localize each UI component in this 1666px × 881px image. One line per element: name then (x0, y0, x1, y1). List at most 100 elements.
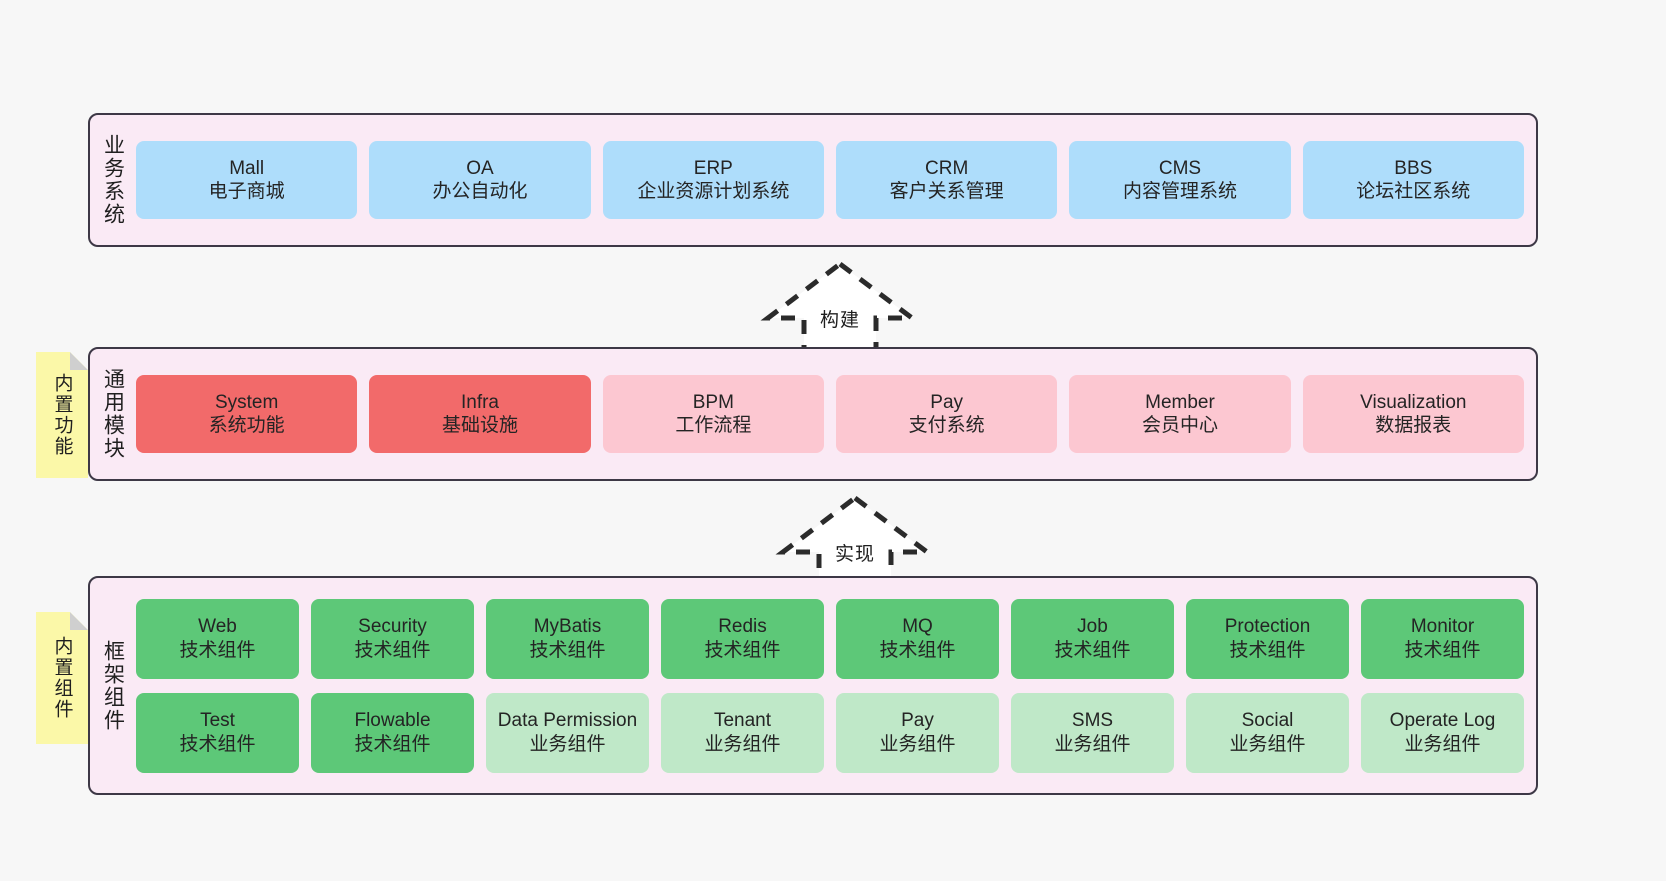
card-title: Job (1077, 616, 1108, 638)
card-bbs[interactable]: BBS 论坛社区系统 (1302, 141, 1524, 219)
card-subtitle: 技术组件 (1054, 639, 1131, 661)
card-subtitle: 数据报表 (1375, 415, 1452, 436)
card-subtitle: 业务组件 (704, 733, 781, 755)
card-pay[interactable]: Pay 支付系统 (835, 375, 1058, 453)
card-member[interactable]: Member 会员中心 (1069, 375, 1291, 453)
card-subtitle: 论坛社区系统 (1356, 181, 1471, 202)
card-title: Pay (930, 391, 964, 413)
card-sms[interactable]: SMS 业务组件 (1011, 692, 1174, 773)
card-oa[interactable]: OA 办公自动化 (369, 141, 591, 219)
card-subtitle: 电子商城 (208, 181, 285, 202)
card-subtitle: 技术组件 (354, 733, 431, 755)
card-mall[interactable]: Mall 电子商城 (136, 141, 358, 219)
card-subtitle: 业务组件 (1054, 733, 1131, 755)
card-subtitle: 内容管理系统 (1122, 181, 1237, 202)
card-row: Mall 电子商城 OA 办公自动化 ERP 企业资源计划系统 CRM 客户关系… (136, 141, 1524, 219)
card-title: MQ (902, 616, 933, 638)
card-subtitle: 技术组件 (179, 733, 256, 755)
card-subtitle: 技术组件 (529, 639, 606, 661)
card-bpm[interactable]: BPM 工作流程 (602, 375, 824, 453)
card-title: Operate Log (1389, 710, 1496, 732)
card-title: CRM (925, 157, 969, 179)
card-data-permission[interactable]: Data Permission 业务组件 (486, 692, 649, 773)
card-mq[interactable]: MQ 技术组件 (836, 598, 999, 679)
card-subtitle: 技术组件 (354, 639, 431, 661)
card-row: System 系统功能 Infra 基础设施 BPM 工作流程 Pay 支付系统 (136, 375, 1524, 453)
card-title: Redis (718, 616, 767, 638)
card-security[interactable]: Security 技术组件 (311, 598, 474, 679)
card-title: CMS (1158, 157, 1202, 179)
card-subtitle: 技术组件 (1404, 639, 1481, 661)
card-erp[interactable]: ERP 企业资源计划系统 (602, 141, 824, 219)
sticky-note-label: 内置功能 (51, 373, 73, 457)
card-title: Social (1241, 710, 1294, 732)
card-title: Protection (1224, 616, 1311, 638)
card-visualization[interactable]: Visualization 数据报表 (1302, 375, 1524, 453)
card-title: Tenant (713, 710, 772, 732)
card-subtitle: 技术组件 (704, 639, 781, 661)
card-subtitle: 工作流程 (675, 415, 752, 436)
card-title: Member (1145, 391, 1215, 413)
layer-common-modules: 通用模块 System 系统功能 Infra 基础设施 BPM 工作流程 (88, 347, 1538, 481)
card-row: Web 技术组件 Security 技术组件 MyBatis 技术组件 Redi… (136, 598, 1524, 679)
card-title: OA (466, 157, 494, 179)
card-title: Mall (229, 157, 265, 179)
arrow-build-up: 构建 (760, 256, 920, 356)
card-subtitle: 技术组件 (179, 639, 256, 661)
arrow-implement-up: 实现 (775, 490, 935, 590)
arrow-build-label: 构建 (819, 310, 860, 331)
card-title: Pay (901, 710, 934, 732)
card-job[interactable]: Job 技术组件 (1011, 598, 1174, 679)
sticky-note-builtin-components: 内置组件 (36, 612, 88, 744)
card-crm[interactable]: CRM 客户关系管理 (835, 141, 1058, 219)
card-pay-business[interactable]: Pay 业务组件 (836, 692, 999, 773)
layer-business-system: 业务系统 Mall 电子商城 OA 办公自动化 ERP 企业资源计划系统 (88, 113, 1538, 247)
card-subtitle: 企业资源计划系统 (637, 181, 790, 202)
card-monitor[interactable]: Monitor 技术组件 (1361, 598, 1524, 679)
card-system[interactable]: System 系统功能 (136, 375, 358, 453)
card-title: ERP (693, 157, 733, 179)
layer-common-body: System 系统功能 Infra 基础设施 BPM 工作流程 Pay 支付系统 (136, 349, 1536, 479)
card-subtitle: 办公自动化 (432, 181, 528, 202)
card-subtitle: 业务组件 (1404, 733, 1481, 755)
card-title: BPM (692, 391, 734, 413)
card-title: System (214, 391, 279, 413)
card-subtitle: 技术组件 (879, 639, 956, 661)
arrow-implement-label: 实现 (834, 544, 875, 565)
sticky-note-builtin-features: 内置功能 (36, 352, 88, 478)
card-subtitle: 系统功能 (208, 415, 285, 436)
card-subtitle: 业务组件 (529, 733, 606, 755)
card-tenant[interactable]: Tenant 业务组件 (661, 692, 824, 773)
card-title: Web (198, 616, 237, 638)
card-subtitle: 支付系统 (908, 415, 985, 436)
card-subtitle: 业务组件 (1229, 733, 1306, 755)
card-subtitle: 技术组件 (1229, 639, 1306, 661)
card-title: Security (358, 616, 427, 638)
card-social[interactable]: Social 业务组件 (1186, 692, 1349, 773)
card-test[interactable]: Test 技术组件 (136, 692, 299, 773)
card-title: Visualization (1360, 391, 1467, 413)
card-redis[interactable]: Redis 技术组件 (661, 598, 824, 679)
card-title: Test (200, 710, 235, 732)
card-title: SMS (1071, 710, 1114, 732)
card-title: Monitor (1410, 616, 1475, 638)
card-title: Data Permission (497, 710, 638, 732)
card-flowable[interactable]: Flowable 技术组件 (311, 692, 474, 773)
card-subtitle: 会员中心 (1141, 415, 1218, 436)
sticky-note-label: 内置组件 (51, 636, 73, 720)
card-subtitle: 客户关系管理 (889, 181, 1004, 202)
layer-framework-caption: 框架组件 (101, 639, 125, 732)
card-mybatis[interactable]: MyBatis 技术组件 (486, 598, 649, 679)
card-cms[interactable]: CMS 内容管理系统 (1069, 141, 1291, 219)
card-infra[interactable]: Infra 基础设施 (369, 375, 591, 453)
layer-framework-body: Web 技术组件 Security 技术组件 MyBatis 技术组件 Redi… (136, 578, 1536, 793)
card-operate-log[interactable]: Operate Log 业务组件 (1361, 692, 1524, 773)
card-web[interactable]: Web 技术组件 (136, 598, 299, 679)
card-row: Test 技术组件 Flowable 技术组件 Data Permission … (136, 692, 1524, 773)
card-protection[interactable]: Protection 技术组件 (1186, 598, 1349, 679)
layer-common-caption: 通用模块 (101, 368, 125, 460)
card-title: MyBatis (533, 616, 602, 638)
card-title: BBS (1394, 157, 1433, 179)
card-subtitle: 基础设施 (441, 415, 518, 436)
